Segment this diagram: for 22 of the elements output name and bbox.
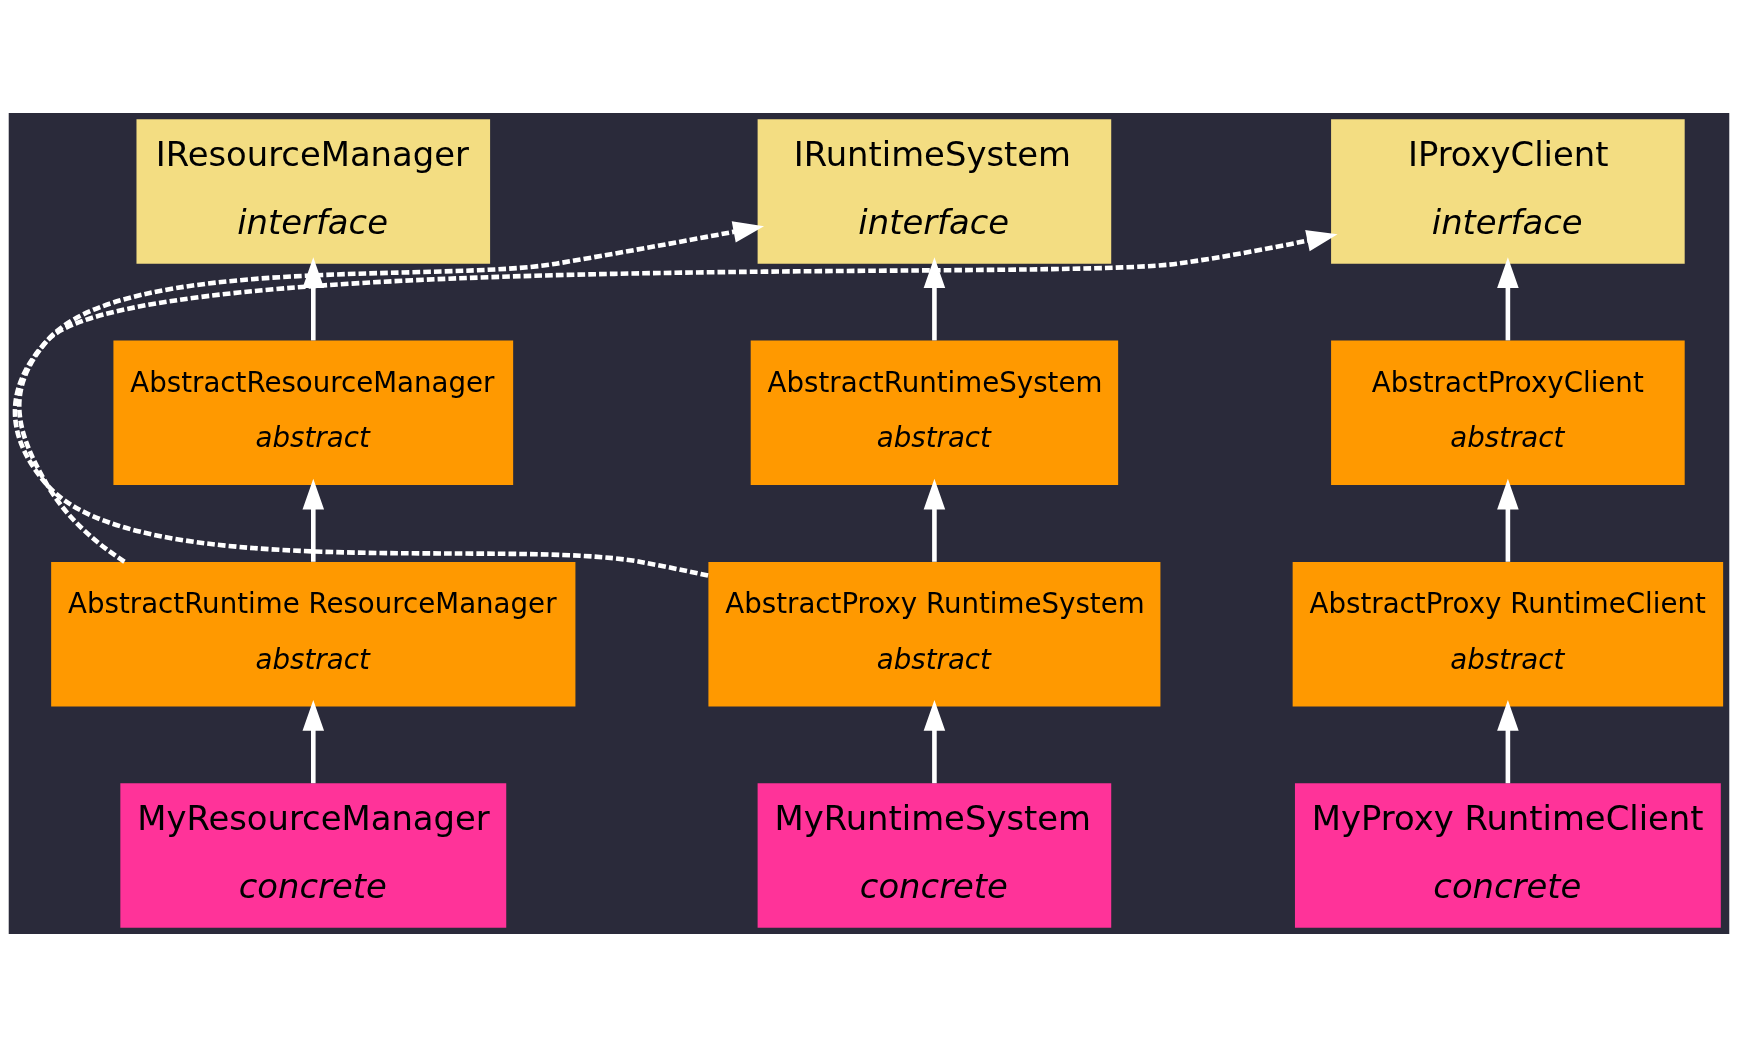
node-box: MyProxy RuntimeClient concrete [1294,783,1721,928]
node-box: IProxyClient interface [1331,119,1685,264]
arrow [1497,478,1519,562]
arrow [923,700,946,784]
node-box: AbstractResourceManager abstract [113,340,514,486]
arrow [1497,257,1519,341]
node-box: AbstractProxy RuntimeClient abstract [1292,561,1724,707]
node-box: AbstractProxyClient abstract [1331,340,1685,486]
node-box: IRuntimeSystem interface [757,119,1112,264]
node-box: AbstractRuntimeSystem abstract [750,340,1119,486]
arrow [1497,700,1519,784]
arrow [302,478,325,562]
arrow [923,257,946,341]
node-box: IResourceManager interface [136,119,491,264]
node-box: AbstractRuntime ResourceManager abstract [51,561,576,707]
node-box: MyRuntimeSystem concrete [757,783,1112,928]
node-box: MyResourceManager concrete [120,783,507,928]
arrow [923,478,946,562]
arrow [12,230,1338,578]
arrow [17,221,764,564]
node-box: AbstractProxy RuntimeSystem abstract [708,561,1161,707]
arrow [302,700,325,784]
